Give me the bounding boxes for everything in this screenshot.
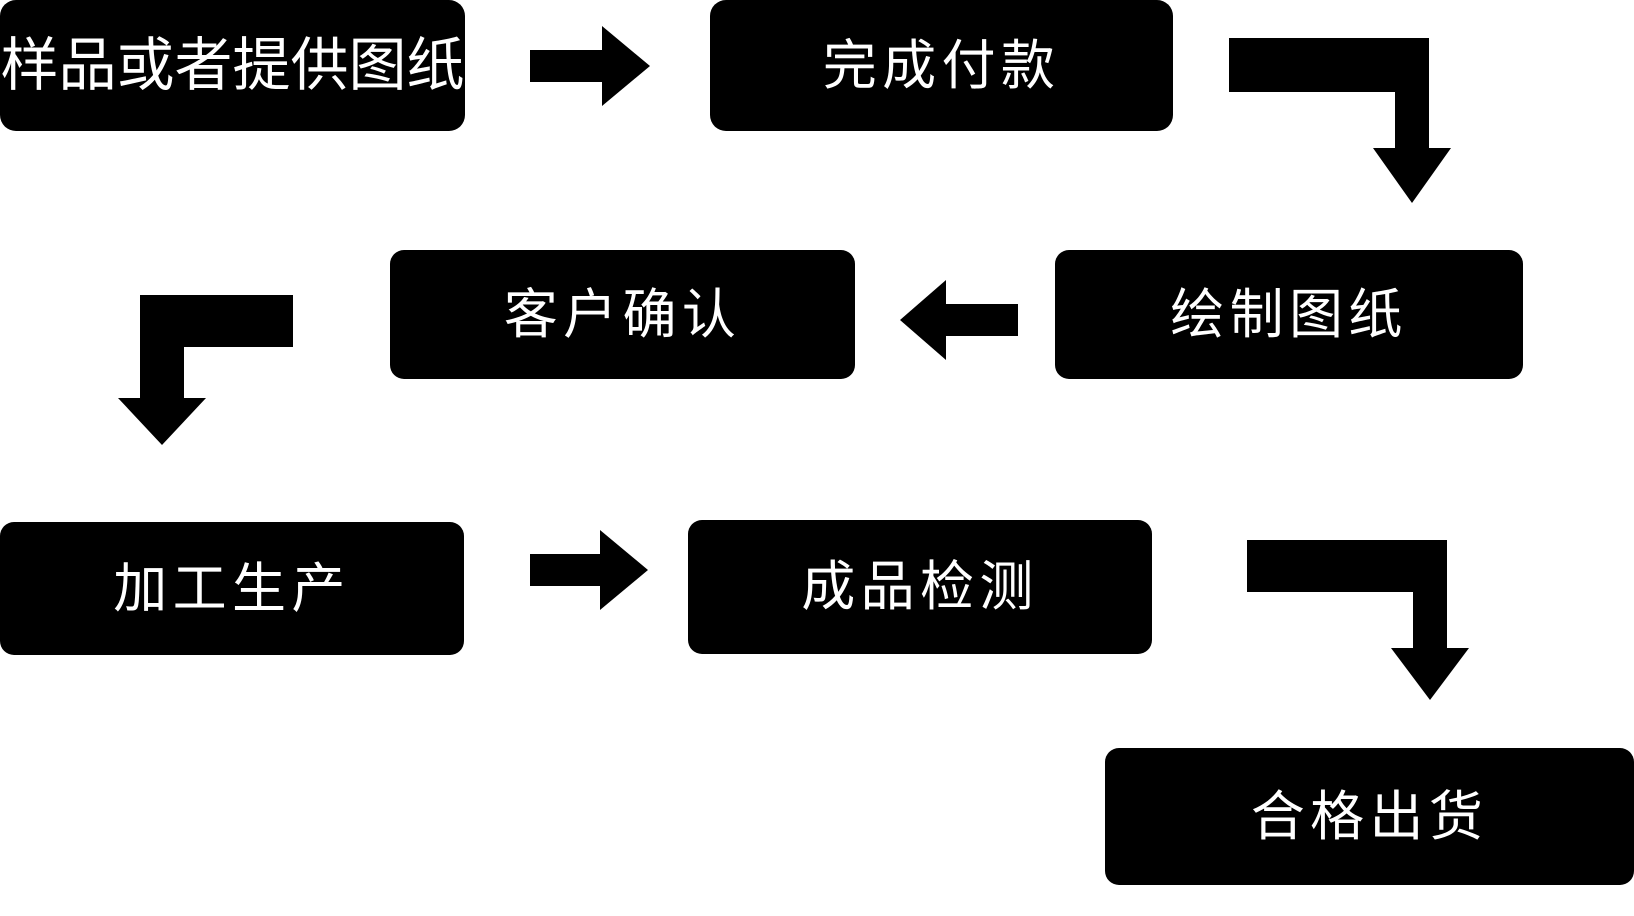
node-inspection-label: 成品检测 <box>801 557 1039 617</box>
node-shipment-label: 合格出货 <box>1250 786 1489 847</box>
left-arrow-icon <box>900 280 1018 360</box>
node-production[interactable]: 加工生产 <box>0 522 464 655</box>
node-confirm[interactable]: 客户确认 <box>390 250 855 379</box>
elbow-right-down-arrow-icon <box>1229 38 1451 203</box>
node-confirm-label: 客户确认 <box>503 284 742 345</box>
node-drawing[interactable]: 绘制图纸 <box>1055 250 1523 379</box>
right-arrow-icon <box>530 26 650 106</box>
node-payment[interactable]: 完成付款 <box>710 0 1173 131</box>
node-shipment[interactable]: 合格出货 <box>1105 748 1634 885</box>
elbow-left-down-arrow-icon <box>118 295 293 445</box>
arrow-production-to-inspection <box>530 530 648 610</box>
node-inspection[interactable]: 成品检测 <box>688 520 1152 654</box>
arrow-inspection-to-shipment <box>1247 540 1469 700</box>
node-payment-label: 完成付款 <box>822 35 1061 96</box>
node-sample-label: 样品或者提供图纸 <box>0 32 465 98</box>
arrow-payment-to-drawing <box>1229 38 1451 203</box>
arrow-confirm-to-production <box>118 295 293 445</box>
arrow-drawing-to-confirm <box>900 280 1018 360</box>
node-drawing-label: 绘制图纸 <box>1170 284 1408 345</box>
right-arrow-icon <box>530 530 648 610</box>
node-sample[interactable]: 样品或者提供图纸 <box>0 0 465 131</box>
node-production-label: 加工生产 <box>113 558 351 619</box>
elbow-right-down-arrow-icon <box>1247 540 1469 700</box>
arrow-sample-to-payment <box>530 26 650 106</box>
